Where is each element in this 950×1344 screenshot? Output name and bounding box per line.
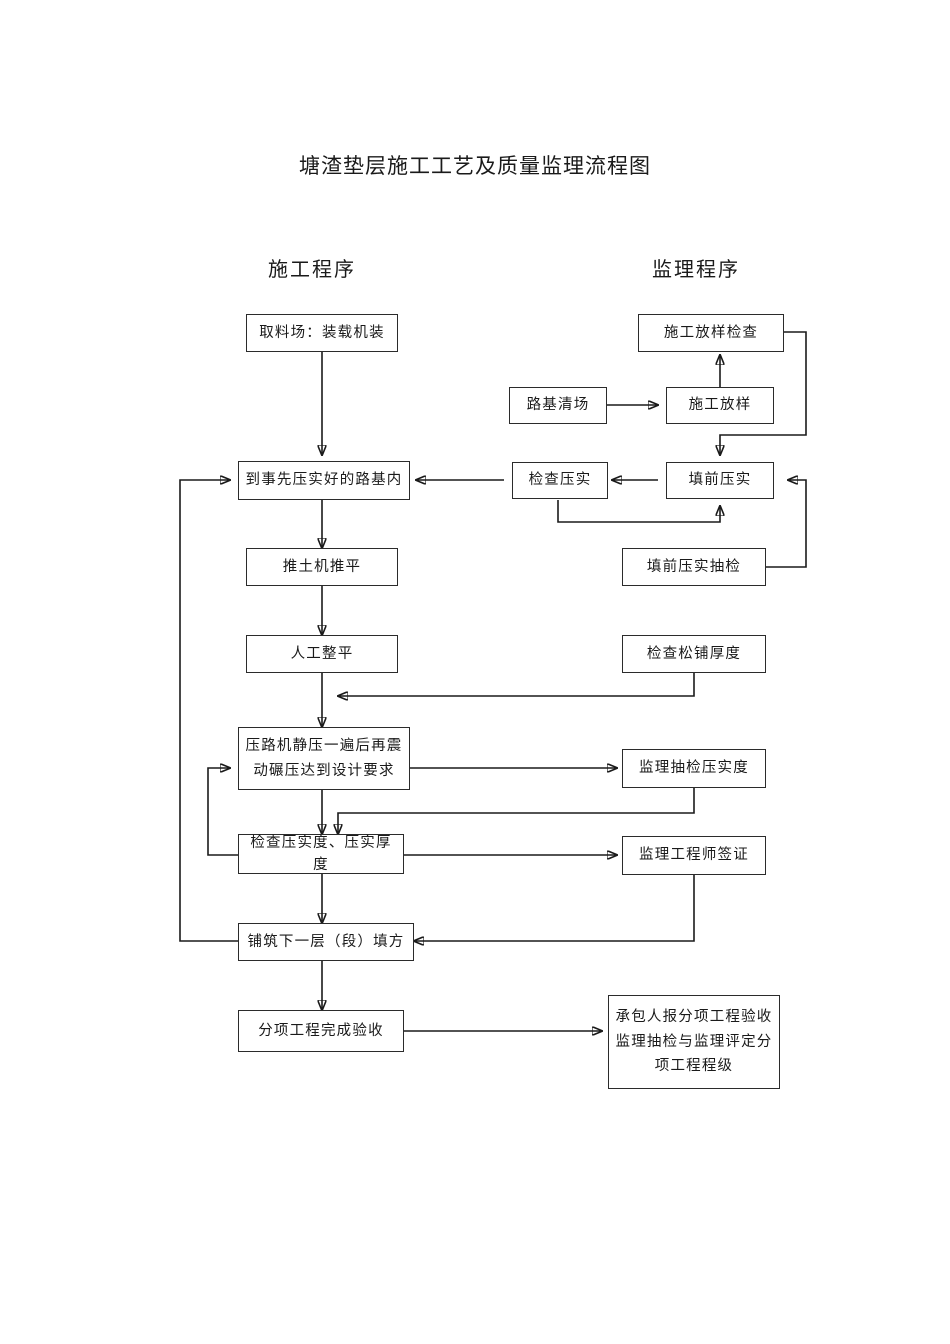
- node-check-loose-thickness[interactable]: 检查松铺厚度: [622, 635, 766, 673]
- node-material-yard[interactable]: 取料场：装载机装: [246, 314, 398, 352]
- node-setting-out[interactable]: 施工放样: [666, 387, 774, 424]
- node-supervisor-certificate[interactable]: 监理工程师签证: [622, 836, 766, 875]
- node-pre-fill-compaction[interactable]: 填前压实: [666, 462, 774, 499]
- node-bulldozer-leveling[interactable]: 推土机推平: [246, 548, 398, 586]
- column-header-construction: 施工程序: [268, 259, 356, 281]
- node-manual-leveling[interactable]: 人工整平: [246, 635, 398, 673]
- node-setting-out-check[interactable]: 施工放样检查: [638, 314, 784, 352]
- node-check-degree-thickness[interactable]: 检查压实度、压实厚度: [238, 834, 404, 874]
- column-header-supervision: 监理程序: [652, 259, 740, 281]
- node-pre-fill-sampling[interactable]: 填前压实抽检: [622, 548, 766, 586]
- node-onto-compacted-subgrade[interactable]: 到事先压实好的路基内: [238, 461, 410, 500]
- node-subitem-acceptance[interactable]: 分项工程完成验收: [238, 1010, 404, 1052]
- page-title: 塘渣垫层施工工艺及质量监理流程图: [299, 154, 651, 178]
- node-contractor-report[interactable]: 承包人报分项工程验收 监理抽检与监理评定分 项工程程级: [608, 995, 780, 1089]
- node-next-layer-fill[interactable]: 铺筑下一层（段）填方: [238, 923, 414, 961]
- node-roller-compaction[interactable]: 压路机静压一遍后再震 动碾压达到设计要求: [238, 727, 410, 790]
- node-check-compaction[interactable]: 检查压实: [512, 462, 608, 499]
- node-subgrade-clearing[interactable]: 路基清场: [509, 387, 607, 424]
- node-supervisor-sampling-compaction[interactable]: 监理抽检压实度: [622, 749, 766, 788]
